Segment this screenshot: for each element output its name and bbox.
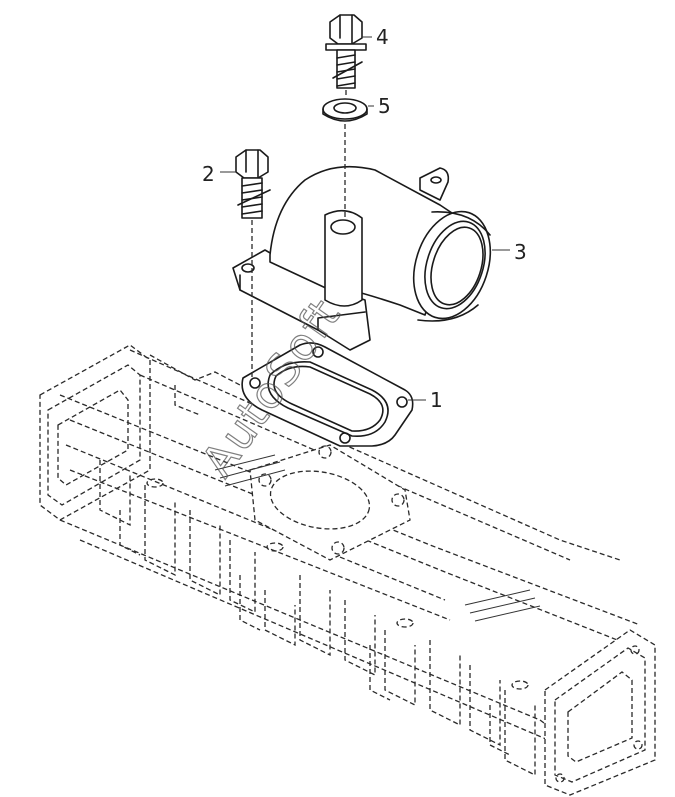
callout-2: 2	[202, 162, 215, 186]
callout-1: 1	[430, 388, 443, 412]
bolt-part-2	[235, 149, 271, 380]
callout-4: 4	[376, 25, 389, 49]
bolt-part-4	[325, 14, 367, 96]
callout-5: 5	[378, 94, 391, 118]
washer-part-5	[322, 98, 368, 218]
gasket-part-1	[241, 342, 414, 447]
leader-lines	[220, 36, 510, 401]
elbow-housing-part-3	[232, 165, 492, 351]
manifold-ports	[99, 460, 536, 777]
callout-3: 3	[514, 240, 527, 264]
exhaust-manifold	[39, 344, 656, 796]
